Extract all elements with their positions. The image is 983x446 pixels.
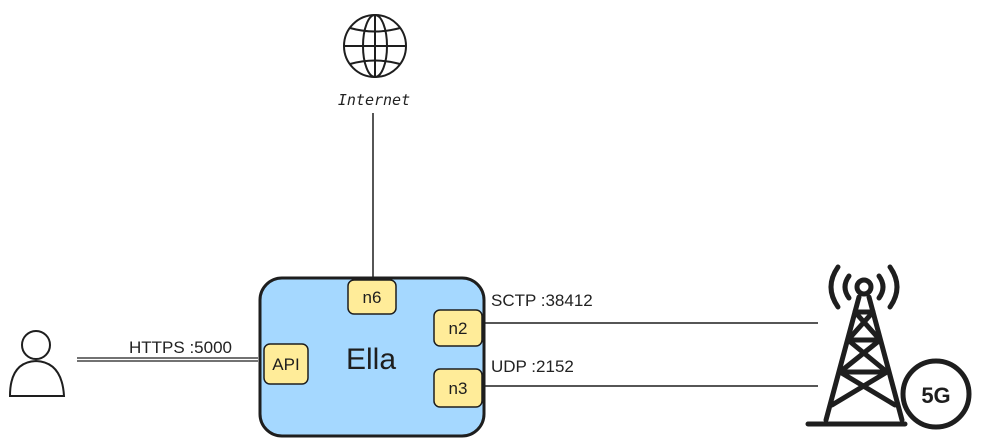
port-api-box (263, 343, 309, 385)
ella-core-label: Ella (346, 343, 396, 376)
port-n3-label: n3 (449, 379, 468, 398)
port-n6-box (347, 279, 397, 315)
sctp-link-label: SCTP :38412 (491, 291, 593, 310)
globe-icon (343, 14, 407, 78)
port-n2-label: n2 (449, 319, 468, 338)
udp-link-label: UDP :2152 (491, 357, 574, 376)
5g-badge-label: 5G (921, 383, 950, 408)
port-n6-label: n6 (363, 288, 382, 307)
5g-badge: 5G (900, 358, 972, 430)
https-link-line (77, 357, 258, 362)
port-n2-box (433, 309, 483, 347)
person-icon (8, 330, 66, 397)
https-link-label: HTTPS :5000 (129, 338, 232, 357)
port-n3-box (433, 368, 483, 408)
cell-tower-icon (805, 264, 908, 427)
port-api-label: API (272, 355, 299, 374)
internet-label: Internet (338, 91, 410, 109)
ella-core-box (258, 276, 486, 438)
